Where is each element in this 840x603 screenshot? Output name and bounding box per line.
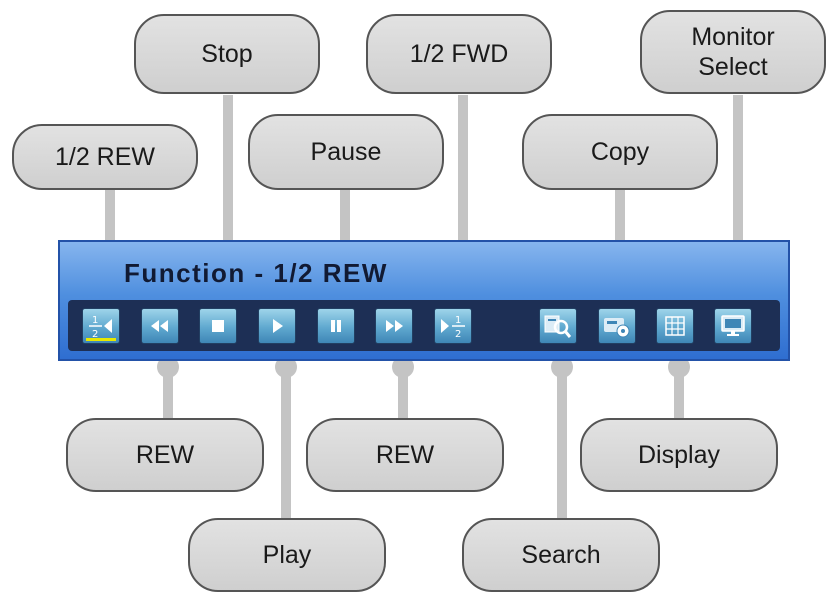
rew-button[interactable] bbox=[141, 308, 179, 344]
fast-forward-icon bbox=[383, 318, 405, 334]
connector-display bbox=[674, 368, 684, 420]
grid-icon bbox=[664, 315, 686, 337]
connector-rew-2 bbox=[398, 368, 408, 420]
svg-text:1: 1 bbox=[455, 315, 461, 326]
half-rewind-icon: 1 2 bbox=[86, 312, 116, 340]
callout-copy: Copy bbox=[522, 114, 718, 190]
display-button[interactable] bbox=[656, 308, 694, 344]
monitor-icon bbox=[720, 314, 746, 338]
connector-half-fwd bbox=[458, 95, 468, 290]
connector-dot-rew-1 bbox=[157, 356, 179, 378]
callout-rew-2: REW bbox=[306, 418, 504, 492]
connector-monitor-select bbox=[733, 95, 743, 290]
half-rew-button[interactable]: 1 2 bbox=[82, 308, 120, 344]
callout-rew-1: REW bbox=[66, 418, 264, 492]
monitor-select-button[interactable] bbox=[714, 308, 752, 344]
callout-pause: Pause bbox=[248, 114, 444, 190]
connector-play bbox=[281, 368, 291, 520]
svg-text:2: 2 bbox=[92, 329, 98, 340]
play-icon bbox=[269, 317, 285, 335]
connector-dot-rew-2 bbox=[392, 356, 414, 378]
callout-search: Search bbox=[462, 518, 660, 592]
pause-icon bbox=[328, 318, 344, 334]
stop-button[interactable] bbox=[199, 308, 237, 344]
copy-icon bbox=[602, 312, 632, 340]
svg-text:2: 2 bbox=[455, 329, 461, 340]
playback-function-panel: Function - 1/2 REW 1 2 bbox=[58, 240, 790, 361]
connector-search bbox=[557, 368, 567, 520]
connector-rew-1 bbox=[163, 368, 173, 420]
play-button[interactable] bbox=[258, 308, 296, 344]
connector-dot-display bbox=[668, 356, 690, 378]
half-fwd-button[interactable]: 1 2 bbox=[434, 308, 472, 344]
connector-dot-search bbox=[551, 356, 573, 378]
callout-stop: Stop bbox=[134, 14, 320, 94]
search-icon bbox=[543, 312, 573, 340]
selected-indicator bbox=[86, 338, 116, 341]
rewind-icon bbox=[149, 318, 171, 334]
stop-icon bbox=[210, 318, 226, 334]
callout-play: Play bbox=[188, 518, 386, 592]
playback-toolbar: 1 2 bbox=[68, 300, 780, 351]
fwd-button[interactable] bbox=[375, 308, 413, 344]
search-button[interactable] bbox=[539, 308, 577, 344]
svg-text:1: 1 bbox=[92, 315, 98, 326]
callout-display: Display bbox=[580, 418, 778, 492]
half-forward-icon: 1 2 bbox=[438, 312, 468, 340]
callout-half-rew: 1/2 REW bbox=[12, 124, 198, 190]
callout-half-fwd: 1/2 FWD bbox=[366, 14, 552, 94]
panel-title: Function - 1/2 REW bbox=[124, 258, 388, 288]
copy-button[interactable] bbox=[598, 308, 636, 344]
connector-stop bbox=[223, 95, 233, 290]
callout-monitor-select: Monitor Select bbox=[640, 10, 826, 94]
connector-dot-play bbox=[275, 356, 297, 378]
pause-button[interactable] bbox=[317, 308, 355, 344]
